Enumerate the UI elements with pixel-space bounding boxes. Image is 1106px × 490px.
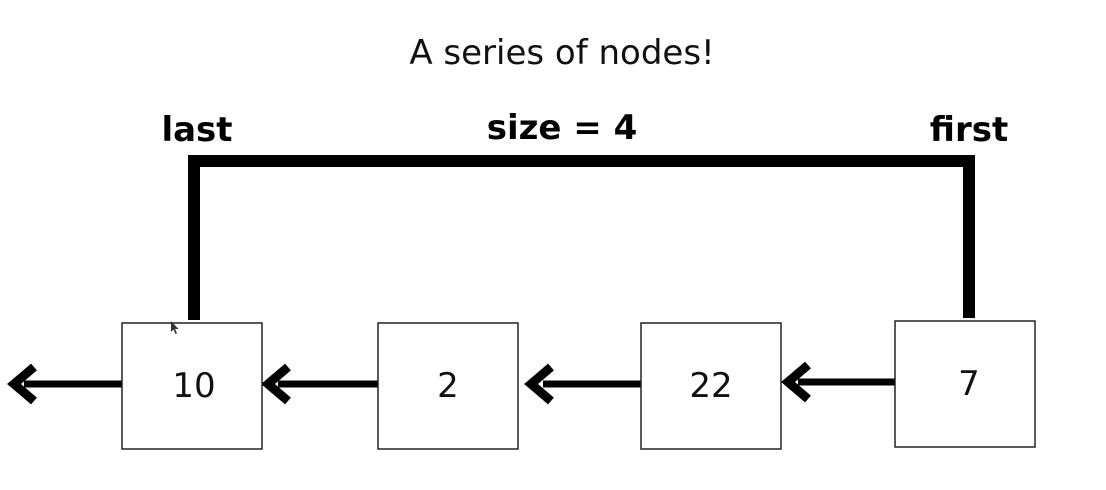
node-value: 7: [958, 364, 980, 404]
node-value: 22: [689, 366, 732, 406]
node-value: 2: [437, 366, 459, 406]
node-7: 7: [894, 320, 1036, 448]
arrow-from-node-22: [524, 363, 643, 405]
diagram-title: A series of nodes!: [409, 33, 714, 73]
node-2: 2: [377, 322, 519, 450]
size-label: size = 4: [487, 108, 638, 148]
last-pointer-label: last: [161, 110, 232, 150]
first-pointer-label: first: [930, 110, 1008, 150]
arrow-from-node-2: [261, 363, 380, 405]
node-22: 22: [640, 322, 782, 450]
arrow-from-node-10: [7, 363, 124, 405]
pointer-bracket: [188, 155, 975, 320]
arrow-from-node-7: [781, 361, 898, 403]
mouse-cursor-icon: [171, 321, 179, 334]
node-value: 10: [172, 366, 215, 406]
node-10: 10: [121, 322, 263, 450]
